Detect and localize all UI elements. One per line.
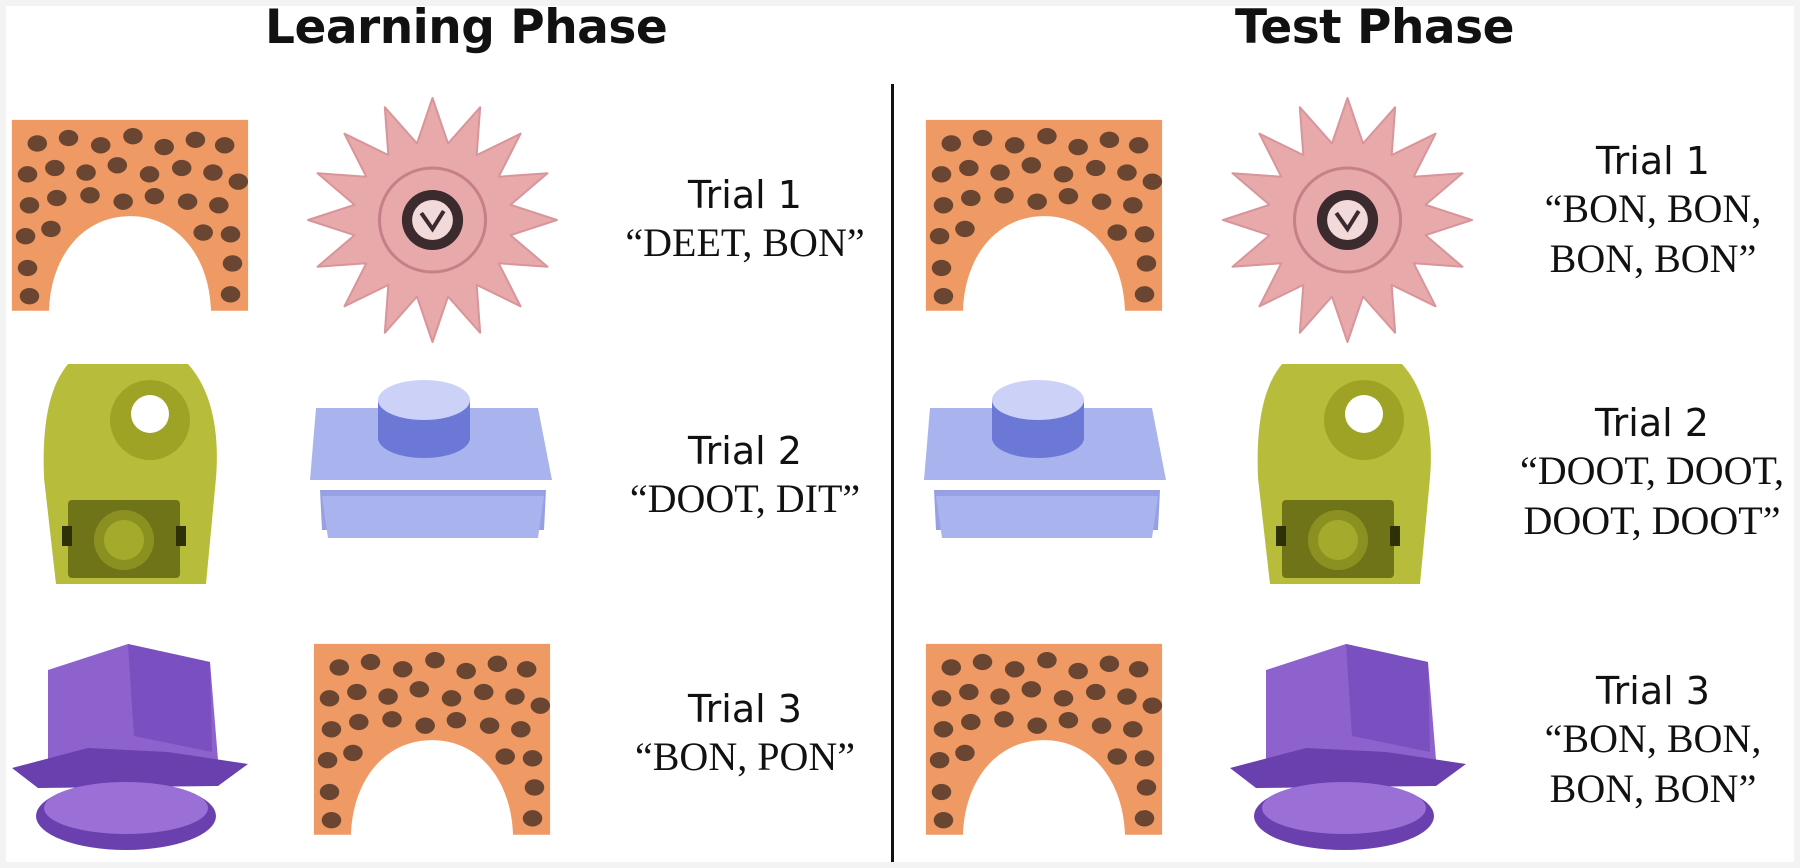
blue-cap-icon — [310, 380, 552, 538]
pink-gear-icon — [1222, 97, 1473, 343]
learning-trial-2-yellow-green-clip — [38, 358, 223, 590]
purple-sponge-icon — [1230, 644, 1466, 850]
learning-trial-3-purple-sponge — [8, 640, 254, 855]
learning-trial-2-blue-cap — [306, 378, 560, 558]
trial-title: Trial 1 — [1596, 139, 1710, 183]
trial-words: “DEET, BON” — [625, 220, 865, 265]
learning-trial-3-label: Trial 3 “BON, PON” — [600, 686, 890, 782]
trial-words: “BON, BON, BON, BON” — [1544, 716, 1762, 811]
test-trial-3-purple-sponge — [1226, 640, 1472, 855]
learning-trial-1-label: Trial 1 “DEET, BON” — [600, 172, 890, 268]
orange-arch-icon — [11, 119, 249, 311]
learning-trial-3-orange-arch — [310, 642, 554, 842]
trial-words: “BON, BON, BON, BON” — [1544, 186, 1762, 281]
learning-trial-1-pink-gear — [305, 95, 560, 345]
test-trial-3-orange-arch — [922, 642, 1166, 842]
orange-arch-icon — [925, 643, 1163, 835]
learning-trial-1-orange-arch — [8, 118, 252, 318]
yellow-green-clip-icon — [1257, 364, 1431, 584]
test-trial-1-orange-arch — [922, 118, 1166, 318]
pink-gear-icon — [307, 97, 558, 343]
test-trial-1-pink-gear — [1220, 95, 1475, 345]
test-trial-2-blue-cap — [920, 378, 1174, 558]
learning-trial-2-label: Trial 2 “DOOT, DIT” — [600, 428, 890, 524]
orange-arch-icon — [313, 643, 551, 835]
test-trial-3-label: Trial 3 “BON, BON, BON, BON” — [1508, 668, 1798, 814]
phase-divider — [891, 84, 894, 862]
trial-title: Trial 3 — [1596, 669, 1710, 713]
test-trial-2-label: Trial 2 “DOOT, DOOT, DOOT, DOOT” — [1506, 400, 1798, 546]
learning-phase-heading: Learning Phase — [265, 0, 668, 55]
trial-words: “BON, PON” — [635, 734, 855, 779]
test-phase-heading: Test Phase — [1235, 0, 1514, 55]
trial-title: Trial 2 — [1595, 401, 1709, 445]
trial-title: Trial 1 — [688, 173, 802, 217]
trial-title: Trial 2 — [688, 429, 802, 473]
trial-words: “DOOT, DOOT, DOOT, DOOT” — [1519, 448, 1784, 543]
test-trial-1-label: Trial 1 “BON, BON, BON, BON” — [1508, 138, 1798, 284]
blue-cap-icon — [924, 380, 1166, 538]
test-trial-2-yellow-green-clip — [1252, 358, 1437, 590]
purple-sponge-icon — [12, 644, 248, 850]
trial-words: “DOOT, DIT” — [629, 476, 861, 521]
trial-title: Trial 3 — [688, 687, 802, 731]
orange-arch-icon — [925, 119, 1163, 311]
yellow-green-clip-icon — [43, 364, 217, 584]
